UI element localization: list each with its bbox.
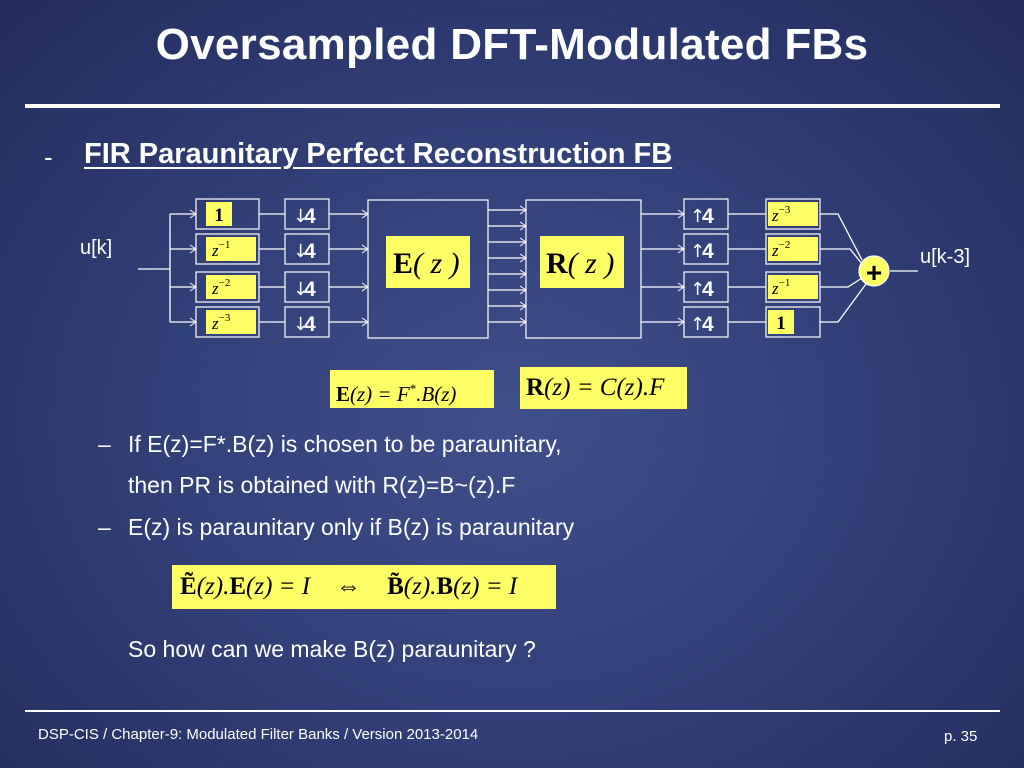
synthesis-delay-2: z−1 bbox=[765, 271, 821, 303]
svg-text:4: 4 bbox=[304, 313, 316, 336]
down-arrow-icon: ↓ bbox=[293, 314, 308, 335]
upsampler-3: ↑ 4 bbox=[683, 306, 729, 338]
analysis-delay-2: z−2 bbox=[195, 271, 260, 303]
body-line-3: E(z) is paraunitary only if B(z) is para… bbox=[128, 514, 575, 540]
synthesis-delay-1: z−2 bbox=[765, 233, 821, 265]
bullet-dash-2: – bbox=[98, 514, 111, 540]
svg-text:R( z ): R( z ) bbox=[546, 247, 614, 280]
plus-icon: + bbox=[866, 257, 882, 288]
down-arrow-icon: ↓ bbox=[293, 279, 308, 300]
downsampler-1: ↓ 4 bbox=[284, 233, 330, 265]
subtitle: FIR Paraunitary Perfect Reconstruction F… bbox=[84, 138, 673, 170]
analysis-delay-3: z−3 bbox=[195, 306, 260, 338]
down-arrow-icon: ↓ bbox=[293, 241, 308, 262]
body-line-2: then PR is obtained with R(z)=B~(z).F bbox=[128, 472, 516, 498]
up-arrow-icon: ↑ bbox=[690, 279, 705, 300]
synthesis-matrix-R: R( z ) bbox=[525, 199, 642, 339]
downsampler-2: ↓ 4 bbox=[284, 271, 330, 303]
output-label: u[k-3] bbox=[920, 246, 970, 268]
analysis-delay-1: z−1 bbox=[195, 233, 260, 265]
up-arrow-icon: ↑ bbox=[690, 241, 705, 262]
svg-text:4: 4 bbox=[304, 240, 316, 263]
upsampler-1: ↑ 4 bbox=[683, 233, 729, 265]
svg-text:z−1: z−1 bbox=[771, 277, 790, 298]
svg-text:1: 1 bbox=[776, 313, 786, 334]
upsampler-0: ↑ 4 bbox=[683, 198, 729, 230]
svg-text:4: 4 bbox=[702, 278, 714, 301]
up-arrow-icon: ↑ bbox=[690, 314, 705, 335]
svg-text:z−3: z−3 bbox=[211, 312, 231, 333]
body-line-4: So how can we make B(z) paraunitary ? bbox=[128, 636, 536, 662]
analysis-delay-0: 1 bbox=[195, 198, 260, 230]
equation-paraunitary: Ẽ(z).E(z) = I⇔B̃(z).B(z) = I bbox=[172, 565, 556, 609]
svg-text:4: 4 bbox=[702, 240, 714, 263]
signal-lines bbox=[138, 209, 918, 323]
page-number: p. 35 bbox=[944, 728, 978, 745]
iff-icon: ⇔ bbox=[336, 573, 362, 600]
svg-text:z−3: z−3 bbox=[771, 204, 791, 225]
svg-text:z−2: z−2 bbox=[771, 239, 790, 260]
downsampler-3: ↓ 4 bbox=[284, 306, 330, 338]
svg-text:E( z ): E( z ) bbox=[393, 247, 460, 280]
footer-course-info: DSP-CIS / Chapter-9: Modulated Filter Ba… bbox=[38, 726, 479, 743]
bullet-dash: - bbox=[44, 142, 53, 172]
footer-divider bbox=[25, 710, 1000, 712]
down-arrow-icon: ↓ bbox=[293, 206, 308, 227]
synthesis-delay-0: z−3 bbox=[765, 198, 821, 230]
up-arrow-icon: ↑ bbox=[690, 206, 705, 227]
upsampler-2: ↑ 4 bbox=[683, 271, 729, 303]
svg-text:4: 4 bbox=[702, 205, 714, 228]
svg-text:z−1: z−1 bbox=[211, 239, 230, 260]
svg-text:4: 4 bbox=[702, 313, 714, 336]
svg-text:z−2: z−2 bbox=[211, 277, 230, 298]
synthesis-delay-3: 1 bbox=[765, 306, 821, 338]
input-label: u[k] bbox=[80, 237, 112, 259]
svg-text:1: 1 bbox=[214, 205, 224, 226]
equation-E: E(z) = F*.B(z) bbox=[330, 370, 494, 408]
title-divider bbox=[25, 104, 1000, 108]
slide-title: Oversampled DFT-Modulated FBs bbox=[155, 20, 869, 69]
downsampler-0: ↓ 4 bbox=[284, 198, 330, 230]
analysis-matrix-E: E( z ) bbox=[367, 199, 489, 339]
svg-text:4: 4 bbox=[304, 205, 316, 228]
bullet-dash-1: – bbox=[98, 431, 111, 457]
svg-text:4: 4 bbox=[304, 278, 316, 301]
body-line-1: If E(z)=F*.B(z) is chosen to be paraunit… bbox=[128, 431, 562, 457]
adder: + bbox=[858, 255, 890, 288]
equation-R: R(z) = C(z).F bbox=[520, 367, 687, 409]
